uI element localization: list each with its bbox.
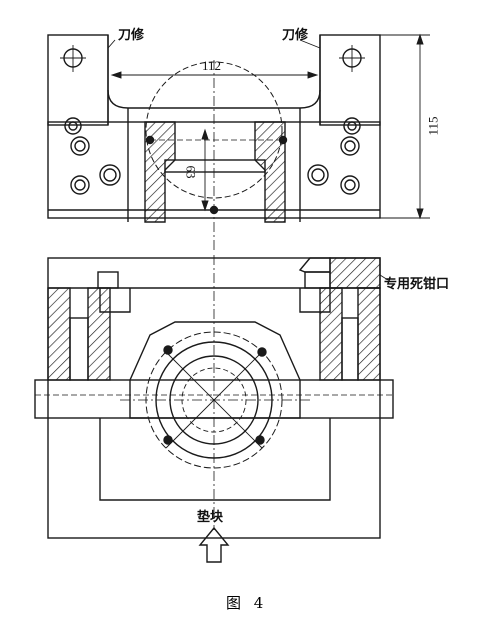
- top-left-bolts: [64, 117, 121, 195]
- top-view: [47, 33, 430, 250]
- right-column-hatch: [319, 287, 343, 381]
- left-top-crosshair: [60, 45, 86, 72]
- dimension-height: [380, 33, 430, 220]
- bottom-view: [34, 255, 394, 563]
- dimension-width-label: 112: [202, 58, 222, 73]
- figure-caption: 图 4: [226, 594, 268, 612]
- pedestal: [99, 418, 331, 501]
- dimension-depth: [201, 128, 209, 212]
- left-jaw-plate: [47, 34, 109, 126]
- bottom-bolts: [163, 345, 267, 445]
- right-top-crosshair: [339, 45, 365, 72]
- pad-block-label: 垫块: [197, 510, 224, 525]
- left-column-hatch: [47, 287, 71, 381]
- tool-relief-label-right: 刀修: [282, 28, 309, 43]
- dimension-depth-label: 63: [183, 165, 199, 179]
- dimension-height-label: 115: [425, 116, 441, 136]
- right-jaw-plate: [319, 34, 381, 126]
- pad-block-arrow: [198, 526, 230, 563]
- tool-relief-label-left: 刀修: [118, 28, 145, 43]
- left-inner-column-hatch: [87, 287, 111, 381]
- right-inner-column-hatch: [357, 287, 381, 381]
- top-right-bolts: [307, 117, 361, 195]
- special-jaw-hatch: [329, 257, 381, 289]
- dimension-width: [110, 71, 319, 79]
- special-jaw-label: 专用死钳口: [384, 277, 450, 292]
